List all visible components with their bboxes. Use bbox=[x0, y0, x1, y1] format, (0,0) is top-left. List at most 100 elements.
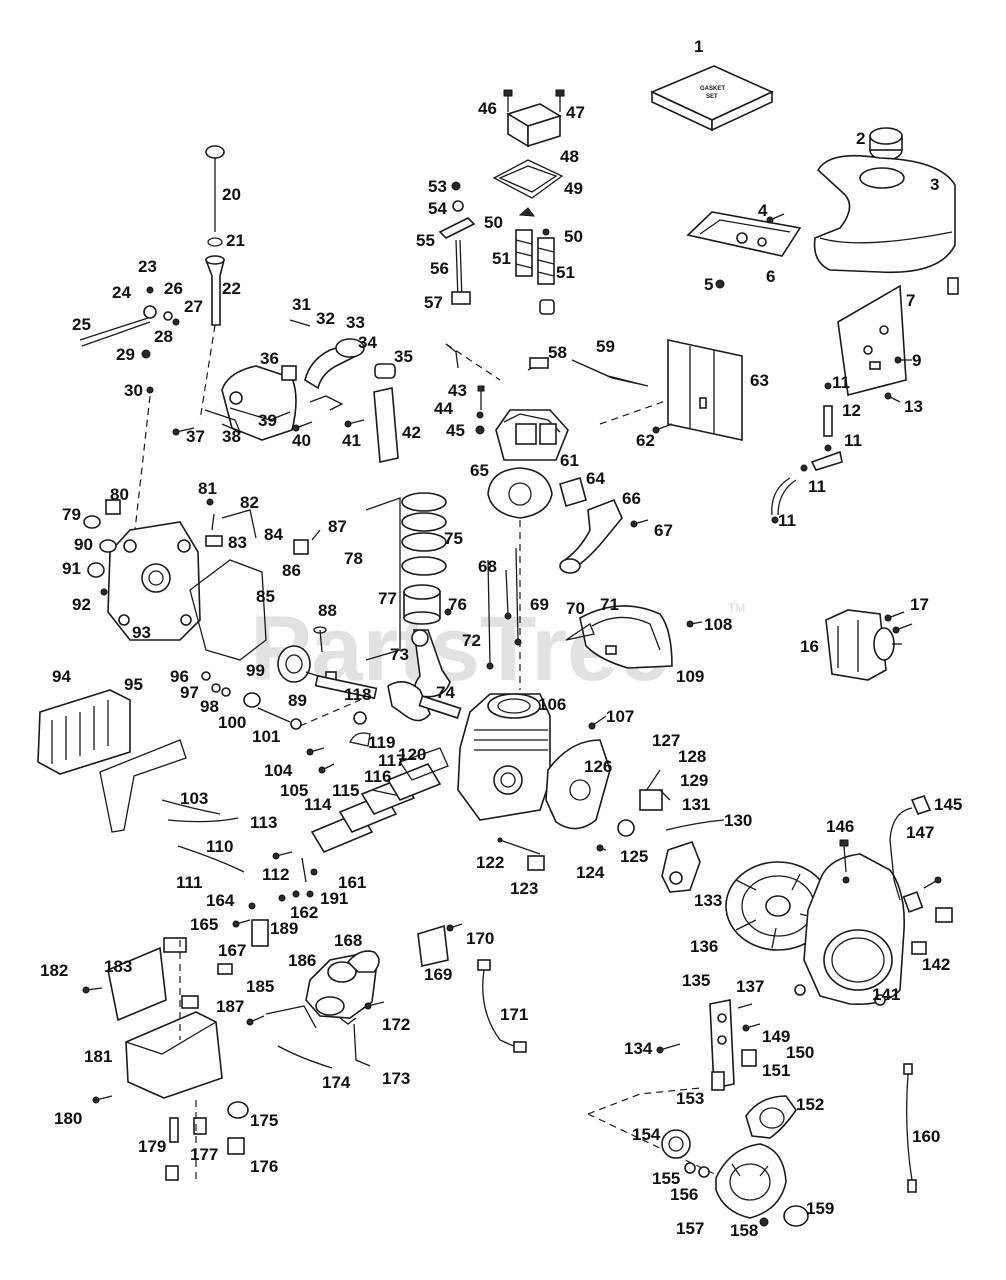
part-number-label: 76 bbox=[448, 595, 467, 614]
gear-parts-96-101 bbox=[201, 671, 302, 730]
knob-176 bbox=[227, 1137, 245, 1155]
part-number-label: 77 bbox=[378, 589, 397, 608]
part-number-label: 44 bbox=[434, 399, 453, 418]
part-number-label: 46 bbox=[478, 99, 497, 118]
part-number-label: 81 bbox=[198, 479, 217, 498]
throttle-parts bbox=[232, 894, 286, 947]
part-number-label: 176 bbox=[250, 1157, 278, 1176]
fuel-tank bbox=[813, 154, 956, 274]
carb-gasket-168 bbox=[346, 950, 380, 973]
part-number-label: 13 bbox=[904, 397, 923, 416]
valve-springs bbox=[515, 207, 555, 315]
part-number-label: 158 bbox=[730, 1221, 758, 1240]
part-number-label: 17 bbox=[910, 595, 929, 614]
switch-parts bbox=[902, 876, 953, 955]
gasket-64 bbox=[559, 476, 587, 508]
screw-108 bbox=[686, 620, 703, 628]
part-number-label: 154 bbox=[632, 1125, 661, 1144]
ignition-module bbox=[661, 841, 701, 893]
oil-drain-122-124 bbox=[497, 837, 607, 871]
part-number-label: 11 bbox=[778, 511, 796, 530]
primer-145-147 bbox=[889, 795, 932, 901]
part-number-label: 186 bbox=[288, 951, 316, 970]
link-174 bbox=[277, 1045, 333, 1069]
baffle-63 bbox=[667, 339, 743, 441]
valve-cover bbox=[506, 103, 562, 148]
part-number-label: 191 bbox=[320, 889, 348, 908]
screw-13 bbox=[884, 392, 901, 403]
part-number-label: 25 bbox=[72, 315, 91, 334]
part-number-label: 187 bbox=[216, 997, 244, 1016]
part-number-label: 96 bbox=[170, 667, 189, 686]
part-number-label: 165 bbox=[190, 915, 218, 934]
part-number-label: 20 bbox=[222, 185, 241, 204]
part-number-label: 11 bbox=[808, 477, 826, 496]
part-number-label: 93 bbox=[132, 623, 151, 642]
air-cleaner-94 bbox=[37, 689, 131, 775]
part-number-label: 174 bbox=[322, 1073, 351, 1092]
part-number-label: 155 bbox=[652, 1169, 680, 1188]
part-number-label: 142 bbox=[922, 955, 950, 974]
muffler-guard bbox=[204, 409, 242, 434]
part-number-label: 42 bbox=[402, 423, 421, 442]
part-number-label: 67 bbox=[654, 521, 673, 540]
part-number-label: 50 bbox=[484, 213, 503, 232]
seals-79-92 bbox=[83, 499, 121, 596]
rod-bolts bbox=[486, 547, 522, 670]
part-number-label: 113 bbox=[250, 813, 277, 832]
part-number-label: 54 bbox=[428, 199, 447, 218]
blower-housing bbox=[794, 853, 906, 1006]
part-number-label: 80 bbox=[110, 485, 129, 504]
part-number-label: 78 bbox=[344, 549, 363, 568]
part-number-label: 103 bbox=[180, 789, 208, 808]
control-bracket bbox=[656, 999, 761, 1091]
screw-62 bbox=[652, 423, 673, 434]
part-number-label: 89 bbox=[288, 691, 307, 710]
part-number-label: 49 bbox=[564, 179, 583, 198]
governor-81-84 bbox=[205, 498, 257, 547]
part-number-label: 110 bbox=[206, 837, 233, 856]
part-number-label: 9 bbox=[912, 351, 921, 370]
fuel-tank-shield bbox=[125, 1011, 223, 1099]
part-number-label: 145 bbox=[934, 795, 962, 814]
part-number-label: 61 bbox=[560, 451, 579, 470]
part-number-label: 129 bbox=[680, 771, 708, 790]
part-number-label: 128 bbox=[678, 747, 706, 766]
bracket-70 bbox=[565, 623, 595, 641]
crankshaft bbox=[314, 674, 462, 722]
part-number-label: 153 bbox=[676, 1089, 704, 1108]
exhaust-bracket bbox=[309, 395, 344, 411]
part-number-label: 149 bbox=[762, 1027, 790, 1046]
fastener-179 bbox=[169, 1117, 179, 1143]
part-number-label: 130 bbox=[724, 811, 752, 830]
part-number-label: 157 bbox=[676, 1219, 704, 1238]
part-number-label: 24 bbox=[112, 283, 131, 302]
part-number-label: 114 bbox=[304, 795, 332, 814]
part-number-label: 92 bbox=[72, 595, 91, 614]
engine-block bbox=[457, 693, 551, 821]
part-number-label: 99 bbox=[246, 661, 265, 680]
recoil-starter-157 bbox=[715, 1143, 787, 1227]
rocker-arms bbox=[438, 181, 476, 305]
part-number-label: 150 bbox=[786, 1043, 814, 1062]
part-number-label: 168 bbox=[334, 931, 362, 950]
part-number-label: 105 bbox=[280, 781, 308, 800]
part-number-label: 72 bbox=[462, 631, 481, 650]
part-number-label: 69 bbox=[530, 595, 549, 614]
dipstick bbox=[204, 145, 226, 326]
part-number-label: 183 bbox=[104, 957, 132, 976]
part-number-label: 48 bbox=[560, 147, 579, 166]
part-number-label: 185 bbox=[246, 977, 274, 996]
part-number-label: 87 bbox=[328, 517, 347, 536]
part-number-label: 71 bbox=[600, 595, 619, 614]
handle-159 bbox=[783, 1205, 809, 1227]
cover-gasket-inner bbox=[498, 165, 558, 193]
screw-107 bbox=[588, 715, 607, 730]
part-number-label: 164 bbox=[206, 891, 235, 910]
piston bbox=[403, 584, 441, 625]
bolts-37-41 bbox=[172, 419, 365, 436]
piston-rings bbox=[365, 492, 447, 661]
ignition-127-131 bbox=[639, 769, 725, 831]
